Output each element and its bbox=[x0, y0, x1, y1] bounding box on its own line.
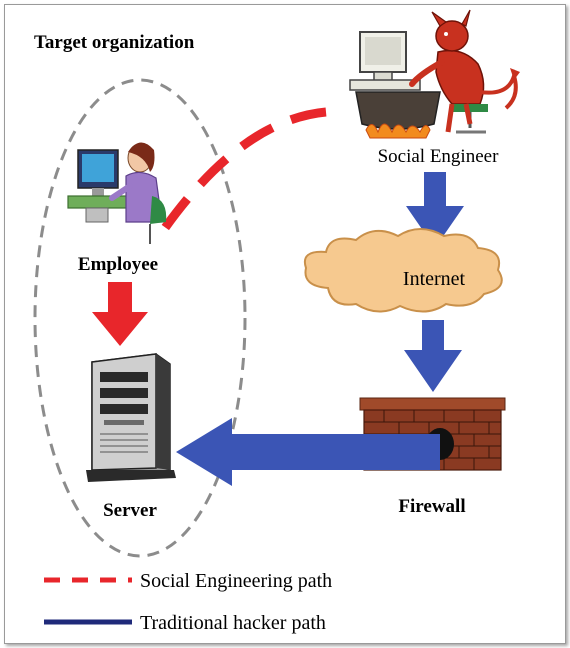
employee-icon bbox=[67, 142, 167, 244]
legend-social-label: Social Engineering path bbox=[140, 570, 332, 592]
server-label: Server bbox=[103, 500, 157, 521]
social-engineering-path bbox=[156, 107, 327, 238]
firewall-label: Firewall bbox=[398, 496, 465, 517]
engineer-to-internet-arrow bbox=[406, 172, 464, 248]
social-engineer-label: Social Engineer bbox=[378, 146, 499, 167]
server-icon bbox=[86, 353, 176, 482]
legend-hacker-label: Traditional hacker path bbox=[140, 612, 326, 634]
internet-to-firewall-arrow bbox=[404, 320, 462, 392]
firewall-to-server-arrow bbox=[176, 418, 440, 486]
social-engineer-icon bbox=[349, 9, 520, 139]
internet-label: Internet bbox=[403, 268, 466, 290]
employee-label: Employee bbox=[78, 254, 158, 275]
employee-to-server-arrow bbox=[92, 282, 148, 346]
internet-cloud-icon bbox=[304, 228, 503, 313]
diagram-title: Target organization bbox=[34, 32, 195, 53]
organization-boundary bbox=[33, 78, 247, 558]
